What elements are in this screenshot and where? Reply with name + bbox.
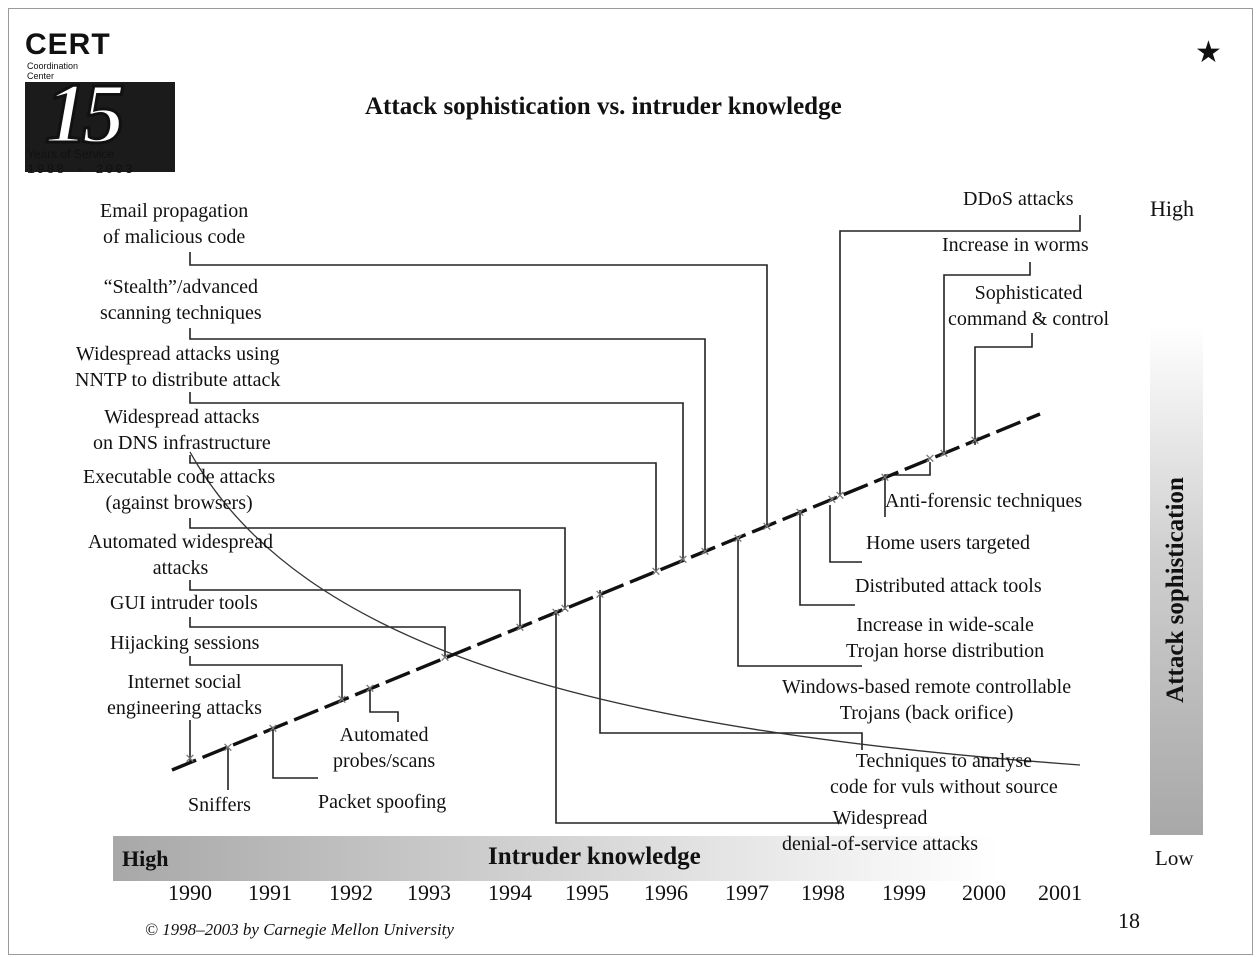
year-tick: 1997 <box>725 880 769 905</box>
copyright-notice: © 1998–2003 by Carnegie Mellon Universit… <box>145 920 454 939</box>
connector-probes <box>369 690 399 722</box>
label-hijacking: Hijacking sessions <box>110 632 260 654</box>
year-tick: 2001 <box>1038 880 1082 905</box>
x-axis-gradient-band <box>113 836 998 881</box>
svg-text:✕: ✕ <box>551 606 562 621</box>
connector-home <box>829 505 862 563</box>
logo-subtitle-2: Center <box>27 71 55 81</box>
y-axis-title: Attack sophistication <box>1162 477 1189 703</box>
y-axis-gradient-band <box>1150 325 1203 835</box>
year-tick: 1999 <box>882 880 926 905</box>
svg-text:✕: ✕ <box>939 447 950 462</box>
logo-dark-box <box>25 82 175 172</box>
svg-text:✕: ✕ <box>560 602 571 617</box>
connector-stealth <box>189 328 706 552</box>
connector-ddos <box>839 215 1081 495</box>
connector-worms <box>943 262 1031 452</box>
connector-antiforensic <box>884 462 931 517</box>
year-tick: 1995 <box>565 880 609 905</box>
svg-text:✕: ✕ <box>827 493 838 508</box>
label-worms: Increase in worms <box>942 234 1089 256</box>
svg-text:✕: ✕ <box>700 545 711 560</box>
connector-nntp <box>189 392 684 560</box>
svg-text:✕: ✕ <box>795 506 806 521</box>
x-axis-low-label: Low <box>1155 846 1194 870</box>
logo-years-text: Years of Service <box>27 147 114 161</box>
connector-dns <box>189 455 657 572</box>
year-tick: 1990 <box>168 880 212 905</box>
extrapolation-curve <box>189 451 1081 766</box>
svg-text:✕: ✕ <box>337 693 348 708</box>
svg-text:✕: ✕ <box>762 520 773 535</box>
year-tick: 1996 <box>644 880 688 905</box>
cert-logo: CERT Coordination Center 15 Years of Ser… <box>25 30 185 180</box>
svg-text:✕: ✕ <box>185 752 196 767</box>
connector-analyse <box>599 590 863 750</box>
year-tick: 1992 <box>329 880 373 905</box>
label-gui-tools: GUI intruder tools <box>110 592 258 614</box>
slide-title: Attack sophistication vs. intruder knowl… <box>365 93 842 120</box>
connector-email <box>189 252 768 525</box>
label-sniffers: Sniffers <box>188 794 251 816</box>
connector-autowide <box>189 580 521 628</box>
label-executable-code: Executable code attacks(against browsers… <box>83 466 276 514</box>
year-tick: 1993 <box>407 880 451 905</box>
svg-text:✕: ✕ <box>651 565 662 580</box>
x-axis-high-label: High <box>122 846 169 871</box>
svg-text:✕: ✕ <box>595 588 606 603</box>
label-ddos: DDoS attacks <box>963 188 1074 210</box>
label-distributed-tools: Distributed attack tools <box>855 575 1042 597</box>
connector-distributed <box>799 510 855 606</box>
svg-text:✕: ✕ <box>440 651 451 666</box>
label-packet-spoofing: Packet spoofing <box>318 791 447 813</box>
x-axis-title: Intruder knowledge <box>488 843 701 870</box>
connector-gui <box>189 617 446 658</box>
connector-exec <box>189 518 566 610</box>
logo-name: CERT <box>25 28 111 61</box>
logo-number: 15 <box>44 65 127 161</box>
svg-text:✕: ✕ <box>223 741 234 756</box>
page-number: 18 <box>1118 908 1140 933</box>
svg-text:✕: ✕ <box>733 532 744 547</box>
logo-subtitle-1: Coordination <box>27 61 79 71</box>
star-icon: ★ <box>1195 36 1222 69</box>
connector-trojan <box>737 540 862 667</box>
svg-text:✕: ✕ <box>678 553 689 568</box>
trend-line <box>171 412 1041 772</box>
svg-text:✕: ✕ <box>515 621 526 636</box>
label-home-users: Home users targeted <box>866 532 1031 554</box>
svg-text:✕: ✕ <box>925 452 936 467</box>
connector-spoof <box>272 728 318 779</box>
year-tick: 2000 <box>962 880 1006 905</box>
trend-markers: ✕✕✕ ✕✕✕ ✕✕✕ ✕✕✕ ✕✕✕ ✕✕✕ ✕✕✕ ✕ <box>185 434 981 767</box>
svg-text:✕: ✕ <box>268 722 279 737</box>
label-anti-forensic: Anti-forensic techniques <box>885 490 1083 512</box>
connector-hijack <box>189 656 343 700</box>
slide-frame <box>8 8 1253 955</box>
year-tick: 1994 <box>488 880 532 905</box>
connector-dos <box>555 610 842 824</box>
svg-text:✕: ✕ <box>880 471 891 486</box>
year-tick: 1991 <box>248 880 292 905</box>
year-tick: 1998 <box>801 880 845 905</box>
svg-text:✕: ✕ <box>365 682 376 697</box>
y-axis-high-label: High <box>1150 196 1194 221</box>
svg-text:✕: ✕ <box>970 434 981 449</box>
connector-sophcc <box>974 333 1033 445</box>
logo-range: 1988 - 2003 <box>27 162 135 177</box>
svg-text:✕: ✕ <box>835 489 846 504</box>
